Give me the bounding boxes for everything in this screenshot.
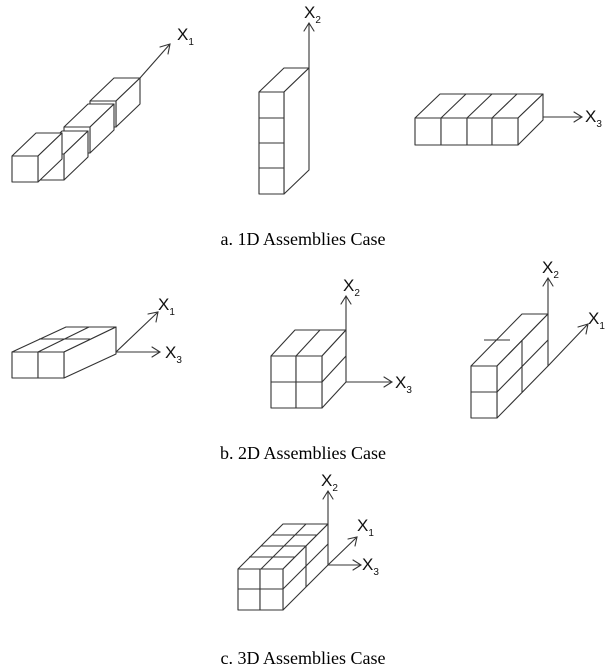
cube-1d-x3-1 [414,117,442,146]
cube-2d-a-1 [11,351,39,379]
cube-1d-x2-3 [258,142,285,169]
axis-label-x2: X2 [304,3,321,26]
cube-1d-x3-2 [440,117,468,146]
panel-2d-x2-x3: X2 X3 [270,276,412,409]
cube-3d-1 [237,568,261,590]
axis-arrow-x1 [547,323,589,367]
cube-2d-b-4 [295,381,323,409]
top-divider [260,523,307,570]
arrowhead [340,294,352,305]
axis-label-x1: X1 [177,25,194,48]
axis-label-x3: X3 [165,343,182,366]
arrowhead [542,276,554,287]
axis-label-x1: X1 [158,295,175,318]
cube-1d-x2-2 [258,117,285,144]
top-divider [491,93,518,119]
top-divider [440,93,467,119]
axis-arrow-x1 [139,43,171,79]
arrowhead [347,536,358,547]
cube-2d-a-2 [37,351,65,379]
side-divider [321,355,347,383]
arrowhead [151,346,162,358]
arrowhead [352,559,363,571]
panel-1d-x1: X1 [11,25,194,183]
axis-arrow-x1 [327,536,358,566]
arrowhead [322,489,334,500]
top-divider [466,93,493,119]
cube-3d-3 [237,588,261,611]
axis-label-x1: X1 [357,516,374,539]
cube-1d-x2-4 [258,167,285,195]
caption-2d: b. 2D Assemblies Case [220,443,386,463]
cube-3d-4 [259,588,284,611]
cube-1d-x3-3 [466,117,493,146]
arrowhead [303,21,315,32]
panel-2d-x1-x3: X1 X3 [11,295,182,379]
arrowhead [577,323,589,335]
panel-3d: X2 X1 X3 [237,471,379,611]
panel-2d-x2-x1: X2 X1 [470,258,605,419]
cube-1d-x2-1 [258,91,285,119]
panel-1d-x2: X2 [258,3,321,195]
panel-1d-x3: X3 [414,93,602,146]
cube-1d-x3-4 [491,117,519,146]
axis-label-x3: X3 [362,555,379,578]
arrowhead [573,111,584,123]
axis-label-x2: X2 [321,471,338,494]
arrowhead [147,311,159,323]
axis-label-x3: X3 [395,373,412,396]
axis-label-x3: X3 [585,107,602,130]
cube-2d-c-2 [470,391,498,419]
axis-label-x1: X1 [588,309,605,332]
axis-label-x2: X2 [343,276,360,299]
axis-label-x2: X2 [542,258,559,281]
arrowhead [159,43,171,55]
arrowhead [383,376,394,388]
cube-2d-b-3 [270,381,297,409]
caption-3d: c. 3D Assemblies Case [221,648,386,668]
caption-1d: a. 1D Assemblies Case [221,229,386,249]
cube-3d-2 [259,568,284,590]
cube-2d-b-1 [270,355,297,383]
cube-2d-b-2 [295,355,323,383]
cube-1d-x1-1-front [11,155,39,183]
cube-2d-c-1 [470,365,498,393]
axis-arrow-x1 [115,311,159,353]
top-divider [295,329,321,357]
